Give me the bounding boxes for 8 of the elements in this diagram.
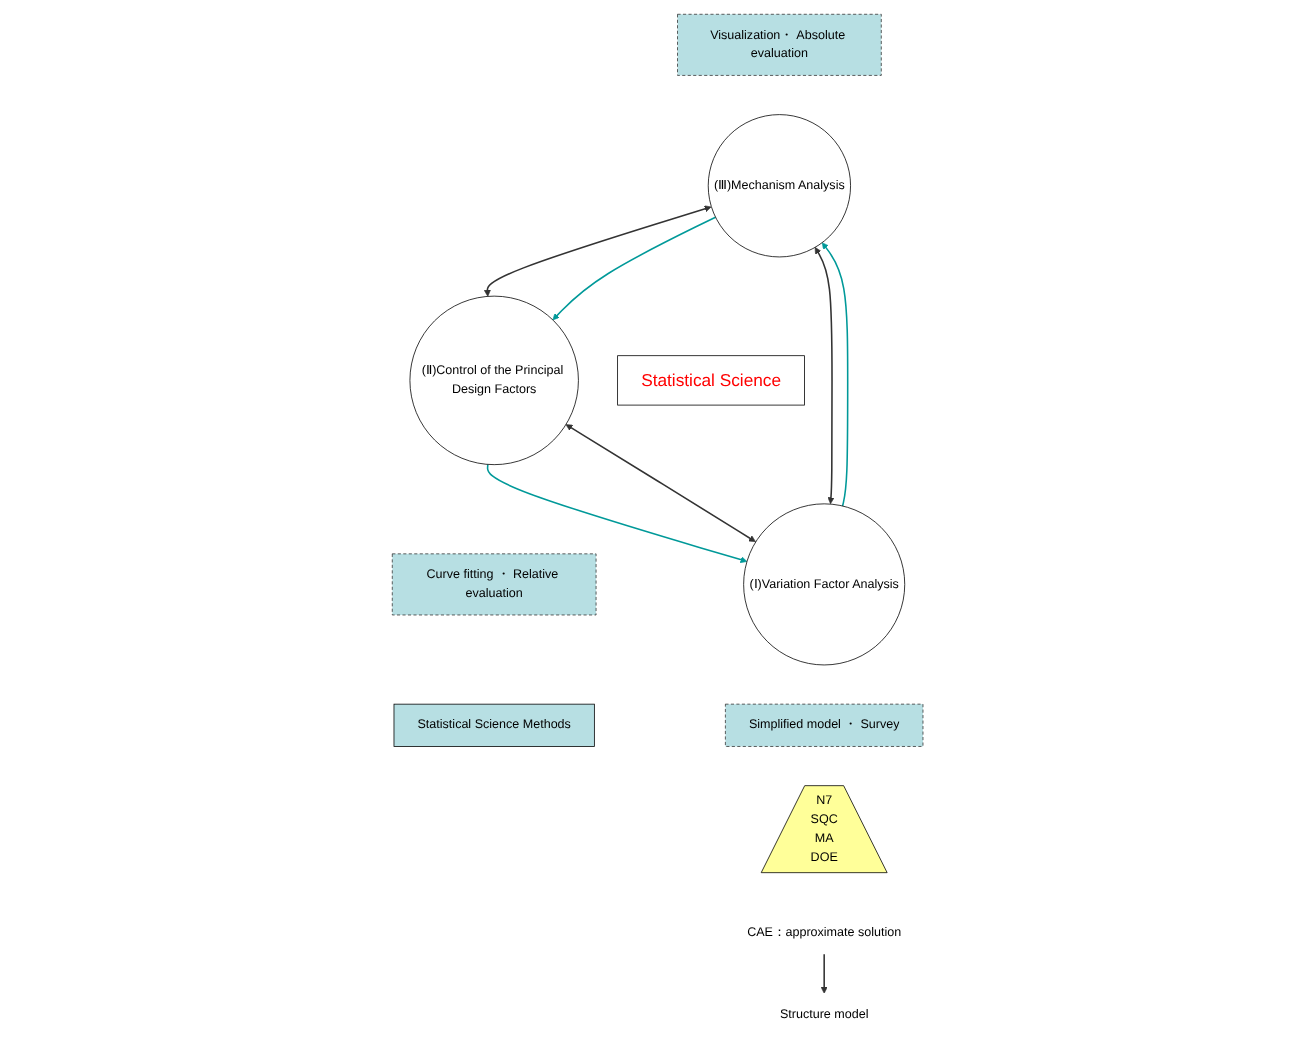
arrow xyxy=(552,216,716,321)
node-box: Statistical Science xyxy=(616,355,805,406)
arrow xyxy=(814,247,834,505)
arrow xyxy=(821,242,848,507)
arrow xyxy=(486,463,747,564)
arrow xyxy=(820,953,828,994)
arrow xyxy=(483,205,711,297)
arrow xyxy=(565,424,756,542)
